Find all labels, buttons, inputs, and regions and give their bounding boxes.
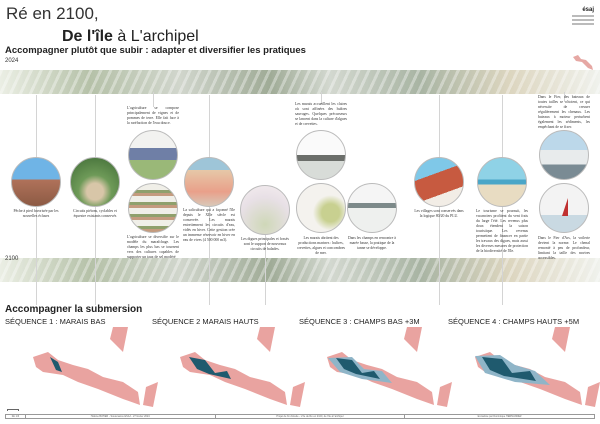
caption: La saliculture qui a façonné l'île depui… <box>183 208 235 242</box>
year-2100: 2100 <box>5 256 19 262</box>
map-scale-bar <box>7 409 19 411</box>
title-line-2: De l'île à L'archipel <box>62 28 199 46</box>
footer-project: Projet de fin d'étude - L'île de Ré en 2… <box>216 415 406 418</box>
caption: Pêche à pied favorisée par les nouvelles… <box>13 209 59 218</box>
photo-sailboats <box>539 183 589 233</box>
photo-cyclists-dike <box>240 185 290 235</box>
photo-fishing-shore <box>11 157 61 207</box>
caption: Les digues principales et fossés sont le… <box>241 237 289 251</box>
sequence-4-title: SÉQUENCE 4 : CHAMPS HAUTS +5M <box>448 317 580 326</box>
photo-walking-path <box>70 157 120 207</box>
caption: Le tourisme se poursuit, les vacanciers … <box>476 209 528 253</box>
caption: Les marais accueillent les claires où so… <box>295 102 347 126</box>
photo-oyster-claires <box>296 130 346 180</box>
island-mini-map <box>573 55 593 70</box>
sequence-2-title: SÉQUENCE 2 MARAIS HAUTS <box>152 317 259 326</box>
map-sequence-3 <box>327 327 452 407</box>
footer-bar: Ré 1/3 Hélène BATIER - Soutenance ESAJ -… <box>5 414 595 419</box>
landscape-panorama-2024 <box>0 70 600 94</box>
sequence-1-title: SÉQUENCE 1 : MARAIS BAS <box>5 317 106 326</box>
sequence-3-title: SÉQUENCE 3 : CHAMPS BAS +3M <box>299 317 420 326</box>
title-bold: De l'île <box>62 28 113 45</box>
photo-village-roofs <box>414 157 464 207</box>
title-line-1: Ré en 2100, <box>6 4 99 23</box>
caption: L'agriculture se compose principalement … <box>127 106 179 125</box>
footer-author: Hélène BATIER - Soutenance ESAJ - 27 fév… <box>26 415 216 418</box>
title-mid: à <box>112 28 131 45</box>
title-end: L'archipel <box>130 28 199 45</box>
year-2024: 2024 <box>5 58 19 64</box>
subtitle: Accompagner plutôt que subir : adapter e… <box>5 45 306 56</box>
caption: Dans le Fier d'Ars, la voilerie devient … <box>538 236 590 260</box>
section-title-submersion: Accompagner la submersion <box>5 304 143 315</box>
photo-fields <box>128 183 178 233</box>
photo-tanne-fields <box>347 183 397 233</box>
photo-harbor-boats <box>539 130 589 180</box>
photo-tractor <box>128 130 178 180</box>
landscape-panorama-2100 <box>0 258 600 282</box>
photo-salt-marsh <box>184 157 234 207</box>
footer-supervisor: Encadrée par Dominique HERNANDEZ <box>477 415 522 418</box>
caption: Les marais abritent des productions mari… <box>296 236 346 255</box>
photo-beach <box>477 157 527 207</box>
caption: Circuits piétons, cyclables et équestre … <box>73 209 117 218</box>
caption: L'agriculture se diversifie sur le modèl… <box>127 235 179 259</box>
map-sequence-4 <box>475 327 600 407</box>
caption: Les villages sont conservés dans la logi… <box>414 209 464 218</box>
caption: Dans le Fier, des bateaux de toutes tail… <box>538 95 590 129</box>
footer-page: Ré 1/3 <box>6 415 26 418</box>
esaj-logo: ésaj <box>572 7 594 25</box>
photo-marine-products <box>296 183 346 233</box>
caption: Dans les champs en rencontre à marée bas… <box>348 236 396 250</box>
map-sequence-2 <box>180 327 305 407</box>
map-sequence-1 <box>33 327 158 407</box>
